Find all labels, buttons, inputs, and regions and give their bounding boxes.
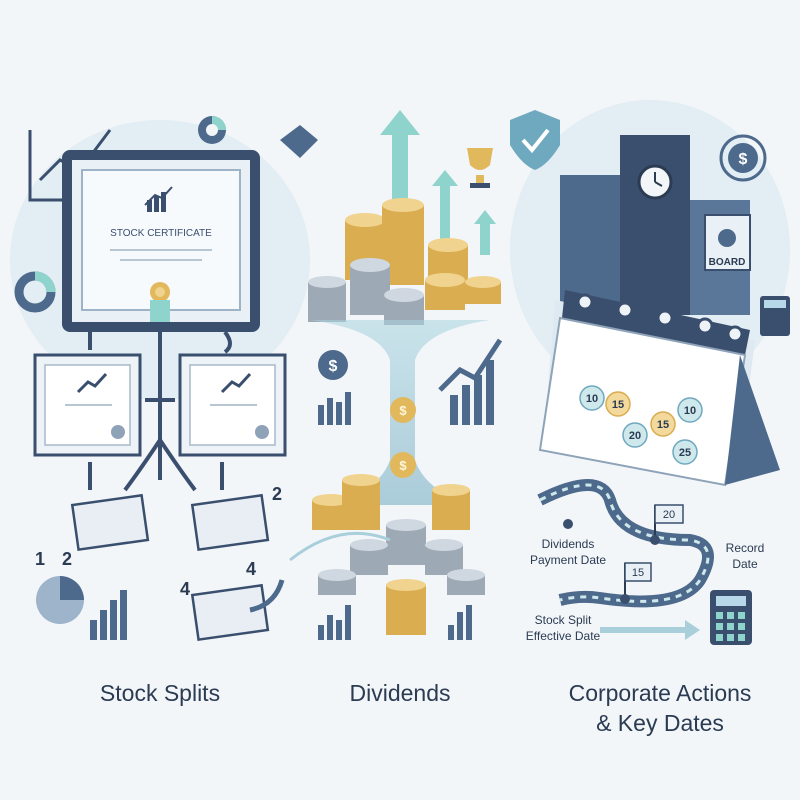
svg-text:Effective Date: Effective Date: [526, 629, 601, 643]
dollar-symbol: $: [739, 151, 748, 168]
lower-gold-coin-stacks: [312, 474, 470, 635]
calendar-date: 10: [684, 405, 696, 417]
handshake-icon: [280, 125, 318, 158]
share-bill: [70, 493, 270, 642]
dividends-payment-date-label: Dividends Payment Date: [530, 537, 606, 567]
stock-split-effective-date-label: Stock Split Effective Date: [526, 613, 601, 643]
svg-text:Payment Date: Payment Date: [530, 553, 606, 567]
curved-arrow: [249, 579, 285, 613]
calendar-date: 20: [629, 430, 641, 442]
flag-15-label: 15: [632, 567, 644, 579]
stock-certificate-monitor: STOCK CERTIFICATE: [62, 150, 260, 332]
dollar-symbol: $: [399, 403, 407, 418]
split-number-four-b: 4: [180, 579, 190, 599]
split-certificate-left: [33, 353, 142, 457]
corporate-building: BOARD: [560, 135, 751, 315]
dollar-symbol: $: [329, 358, 338, 375]
corporate-actions-caption-line1: Corporate Actions: [568, 680, 752, 706]
growth-chart-icon: [438, 338, 503, 425]
corporate-actions-caption-line2: & Key Dates: [596, 710, 724, 736]
corporate-actions-section: $ BOARD: [510, 110, 790, 645]
dividends-caption: Dividends: [349, 680, 451, 706]
dividends-section: $ $ $: [280, 110, 503, 640]
dollar-badge-icon: $: [318, 350, 348, 380]
board-sign: BOARD: [704, 214, 751, 271]
flow-curve: [289, 531, 391, 562]
board-label: BOARD: [709, 257, 746, 268]
shield-check-icon: [510, 110, 560, 170]
calendar-date-circles: [579, 385, 703, 465]
calendar-date: 15: [657, 419, 669, 431]
calendar-date: 10: [586, 393, 598, 405]
split-number-two-right: 2: [272, 484, 282, 504]
calendar-date: 25: [679, 447, 691, 459]
svg-text:Date: Date: [732, 557, 758, 571]
calendar: 10 15 15 10 20 25: [538, 290, 780, 487]
pie-chart-icon: [198, 116, 226, 144]
stock-splits-caption: Stock Splits: [99, 680, 221, 706]
falling-coins: $ $: [390, 397, 416, 478]
certificate-title: STOCK CERTIFICATE: [110, 228, 212, 239]
dollar-symbol: $: [399, 458, 407, 473]
bar-chart-logo-icon: [144, 186, 173, 212]
donut-chart-icon: [14, 271, 56, 313]
corporate-actions-caption: Corporate Actions & Key Dates: [530, 678, 790, 738]
trophy-icon: [467, 148, 493, 188]
calendar-rings: [576, 293, 744, 343]
timeline-marker: [563, 519, 573, 529]
split-certificate-right: [178, 353, 287, 457]
split-number-four-a: 4: [246, 559, 256, 579]
dollar-target-icon: $: [719, 134, 767, 182]
stock-splits-section: STOCK CERTIFICATE: [14, 116, 287, 642]
calendar-date: 15: [612, 399, 624, 411]
record-date-label: Record Date: [726, 541, 765, 571]
bar-chart-icon-bottom: [90, 590, 127, 640]
growth-arrows: [380, 110, 496, 255]
clock-icon: [637, 164, 673, 200]
timeline-marker: [650, 535, 660, 545]
timeline-marker: [620, 594, 630, 604]
pie-chart-icon-bottom: [36, 576, 84, 624]
svg-text:Stock Split: Stock Split: [535, 613, 592, 627]
bar-chart-icon-bottom-middle: [318, 605, 472, 640]
calculator-icon-bottom: [710, 590, 752, 645]
svg-text:Record: Record: [726, 541, 765, 555]
split-arrows: [88, 330, 232, 492]
svg-text:Dividends: Dividends: [542, 537, 595, 551]
flag-20: 20: [654, 504, 684, 538]
split-number-two: 2: [62, 549, 72, 569]
calculator-icon: [760, 296, 790, 336]
gold-seal-icon: [150, 282, 170, 302]
bar-chart-icon-dividends: [318, 392, 351, 425]
split-number-one: 1: [35, 549, 45, 569]
flag-20-label: 20: [663, 509, 675, 521]
flag-15: 15: [624, 562, 652, 600]
lower-silver-coin-stacks: [318, 519, 485, 595]
